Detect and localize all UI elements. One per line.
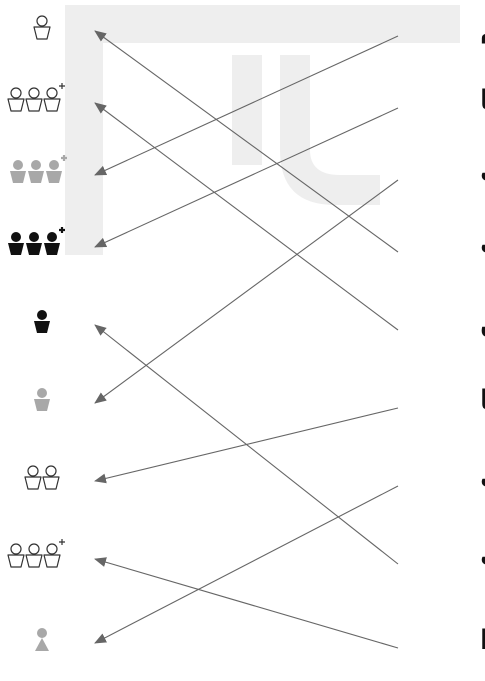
connector-line-8 — [94, 324, 399, 565]
word-4[interactable]: لَيْسَت — [480, 227, 485, 260]
person-gray-icon — [34, 388, 50, 411]
group-outline-plus-icon — [7, 539, 65, 568]
group-outline-plus-icon — [7, 83, 65, 112]
word-2[interactable]: لَسْنَا — [480, 83, 485, 116]
connector-lines — [94, 30, 399, 649]
person-outline-icon — [33, 15, 51, 40]
connector-line-3 — [94, 179, 399, 404]
connector-line-4 — [94, 30, 399, 253]
word-3[interactable]: لَسْتَ — [480, 155, 485, 188]
person-gray-triangle-icon — [35, 628, 49, 651]
word-5[interactable]: لَسْنَ — [480, 305, 485, 338]
word-9[interactable]: لَيْسُوا — [480, 623, 485, 656]
word-7[interactable]: لَسْتِ — [480, 461, 485, 494]
group-black-plus-icon — [8, 227, 65, 255]
person-black-icon — [34, 310, 50, 333]
connector-line-5 — [94, 102, 399, 331]
connector-line-2 — [94, 107, 399, 248]
group-gray-plus-icon — [10, 155, 67, 183]
word-8[interactable]: لَسْتُ — [480, 539, 485, 572]
word-1[interactable]: لَسْتُمْ — [480, 11, 485, 44]
connector-line-9 — [94, 557, 399, 649]
word-6[interactable]: لَيْسَا — [480, 383, 485, 416]
arabic-words-column: لَسْتُمْ لَسْنَا لَسْتَ لَيْسَت لَسْنَ لَيْسَ… — [480, 11, 485, 656]
pair-outline-icon — [24, 465, 60, 490]
background-watermark — [65, 5, 460, 255]
connector-line-1 — [94, 35, 399, 176]
persons-icon-column — [7, 15, 67, 651]
connector-line-7 — [94, 485, 399, 644]
